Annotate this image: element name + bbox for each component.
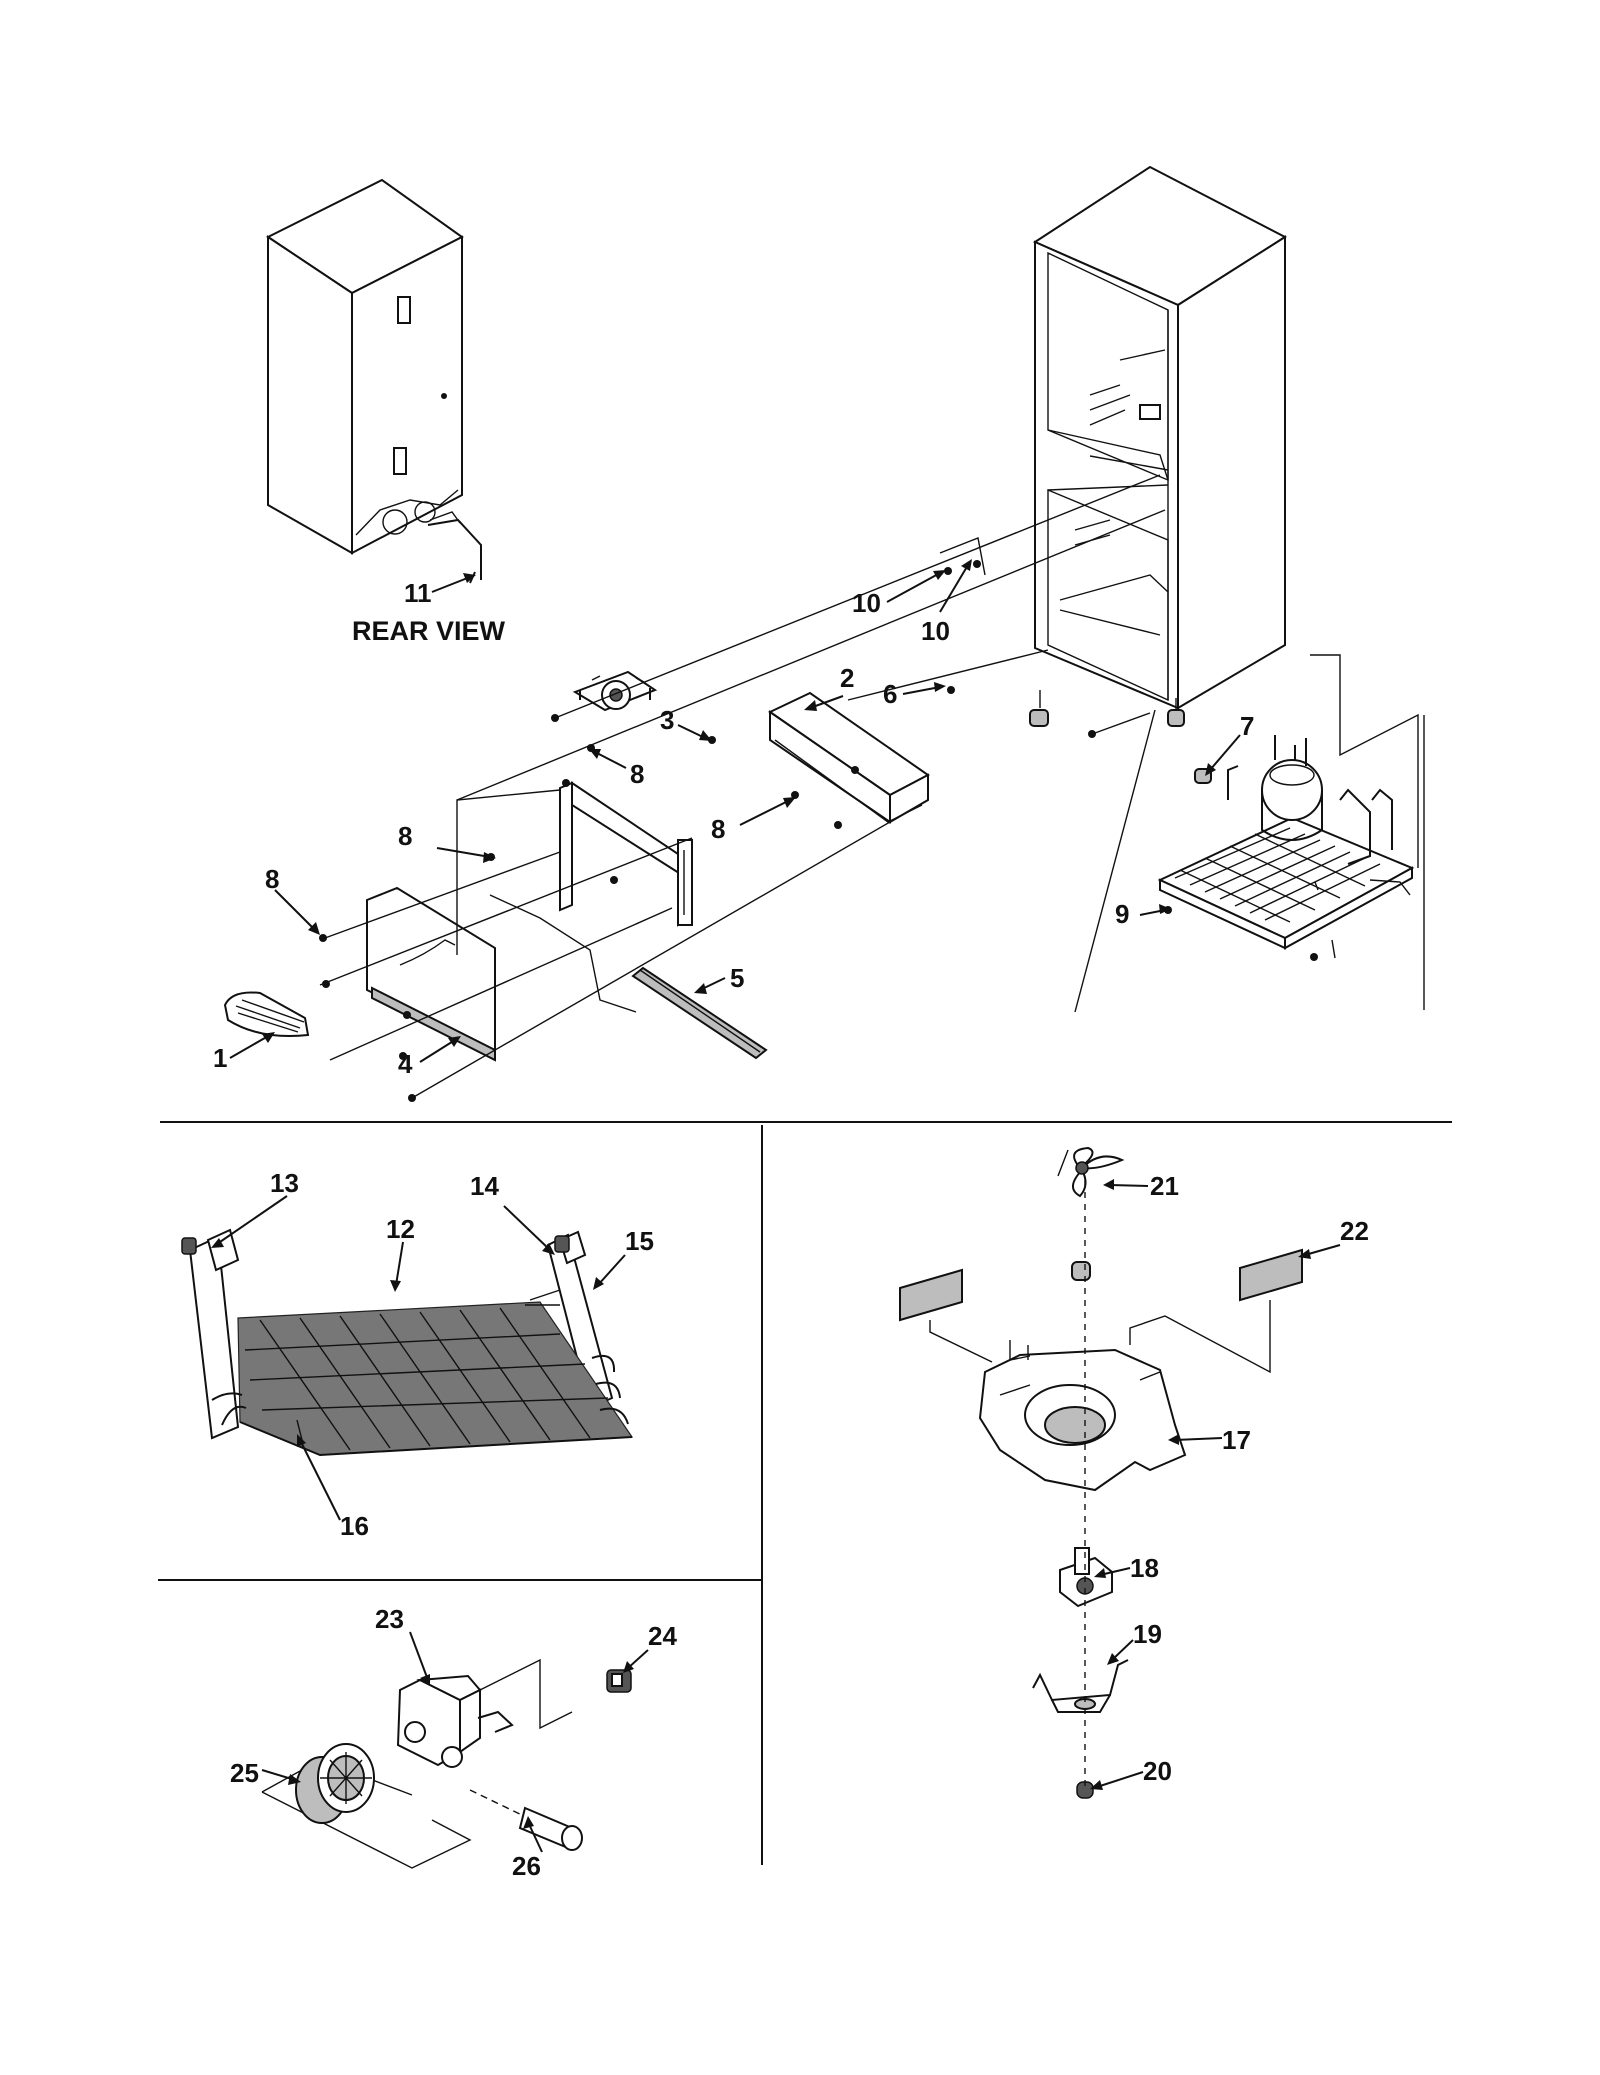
callout-5: 5 [730, 963, 744, 993]
callout-17: 17 [1222, 1425, 1251, 1455]
callout-20: 20 [1143, 1756, 1172, 1786]
callout-25: 25 [230, 1758, 259, 1788]
callout-8c: 8 [265, 864, 279, 894]
rear-view-label: REAR VIEW [352, 616, 506, 646]
callout-15: 15 [625, 1226, 654, 1256]
exploded-front-parts [223, 474, 1425, 1102]
callout-arrows [211, 559, 1341, 1853]
callout-labels: 1 2 3 4 5 6 7 8 8 8 8 9 10 10 11 12 13 1… [213, 578, 1369, 1881]
callout-23: 23 [375, 1604, 404, 1634]
callout-26: 26 [512, 1851, 541, 1881]
callout-4: 4 [398, 1049, 413, 1079]
callout-13: 13 [270, 1168, 299, 1198]
callout-8b: 8 [398, 821, 412, 851]
callout-10a: 10 [852, 588, 881, 618]
callout-21: 21 [1150, 1171, 1179, 1201]
callout-3: 3 [660, 705, 674, 735]
callout-1: 1 [213, 1043, 227, 1073]
callout-14: 14 [470, 1171, 499, 1201]
callout-7: 7 [1240, 711, 1254, 741]
main-cabinet [1029, 165, 1288, 727]
callout-18: 18 [1130, 1553, 1159, 1583]
rear-view-cabinet [266, 178, 482, 584]
evaporator-coil [181, 1228, 634, 1457]
fan-assembly [899, 1146, 1303, 1799]
callout-11: 11 [404, 578, 432, 608]
callout-19: 19 [1133, 1619, 1162, 1649]
callout-10b: 10 [921, 616, 950, 646]
compressor-assembly [1157, 735, 1415, 961]
caster-assembly [261, 1658, 632, 1869]
callout-6: 6 [883, 679, 897, 709]
callout-16: 16 [340, 1511, 369, 1541]
callout-24: 24 [648, 1621, 677, 1651]
callout-2: 2 [840, 663, 854, 693]
callout-12: 12 [386, 1214, 415, 1244]
callout-8d: 8 [711, 814, 725, 844]
callout-22: 22 [1340, 1216, 1369, 1246]
callout-9: 9 [1115, 899, 1129, 929]
callout-8a: 8 [630, 759, 644, 789]
